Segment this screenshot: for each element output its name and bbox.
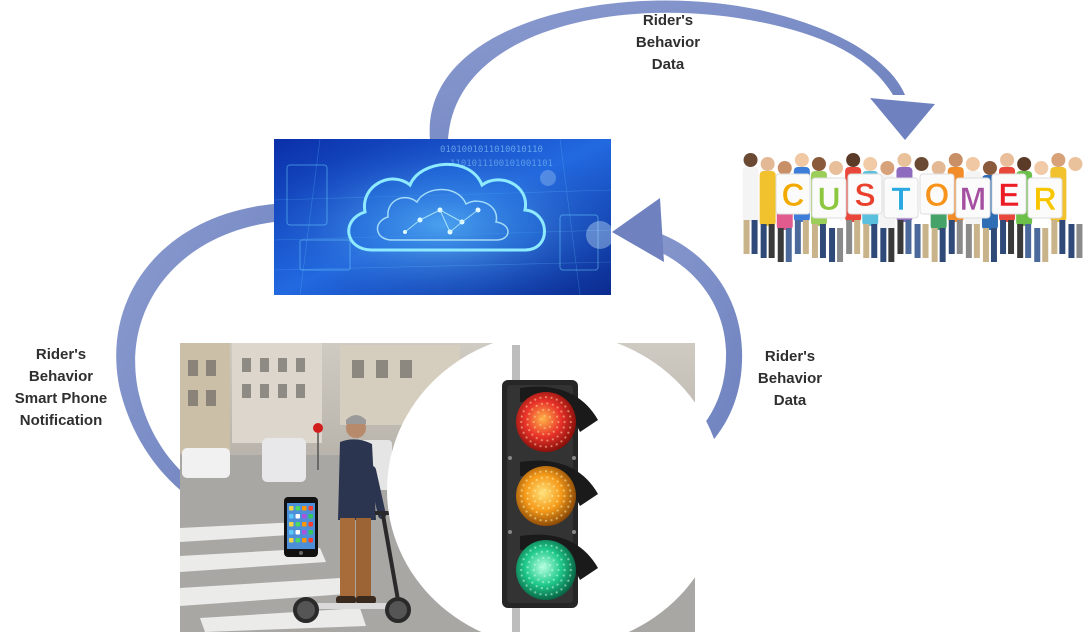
label-line: Rider's [35, 346, 87, 363]
customer-letter: O [925, 177, 950, 213]
label-line: Smart Phone [14, 390, 108, 407]
customer-letter: E [998, 177, 1019, 213]
cloud-icon [347, 162, 546, 252]
red-lamp [516, 392, 576, 452]
label-line: Notification [19, 412, 103, 429]
customer-letter-card [811, 177, 847, 219]
label-riders-behavior-data-top: Rider's Behavior Data [612, 10, 724, 76]
customer-letter: S [854, 177, 875, 213]
customer-letter: M [960, 181, 987, 217]
label-line: Behavior [757, 370, 823, 387]
cloud-computing-image: 0101001011010010110 1101011100101001101 [274, 139, 611, 295]
label-line: Rider's [642, 12, 694, 29]
electric-scooter [293, 511, 411, 623]
amber-lamp [516, 466, 576, 526]
label-line: Behavior [28, 368, 94, 385]
scooter-rider [336, 415, 386, 604]
arrow-cloud-to-customer [429, 0, 935, 140]
customer-letter-card [955, 177, 991, 219]
customer-letter-card [775, 173, 811, 215]
svg-text:1101011100101001101: 1101011100101001101 [450, 159, 553, 169]
customer-letter-card [919, 173, 955, 215]
label-riders-behavior-data-right: Rider's Behavior Data [738, 346, 842, 412]
customer-letter-card [991, 173, 1027, 215]
customer-letter: T [891, 181, 911, 217]
label-line: Rider's [764, 348, 816, 365]
label-line: Data [773, 392, 807, 409]
svg-text:0101001011010010110: 0101001011010010110 [440, 145, 543, 155]
green-lamp [516, 540, 576, 600]
traffic-light [502, 345, 598, 632]
label-smart-phone-notification: Rider's Behavior Smart Phone Notificatio… [0, 344, 122, 432]
customer-letter: C [781, 177, 804, 213]
customer-letter-card [847, 173, 883, 215]
customer-letter-card [883, 177, 919, 219]
customer-letter: R [1033, 181, 1056, 217]
customer-letter: U [817, 181, 840, 217]
label-line: Behavior [635, 34, 701, 51]
customer-letter-card [1027, 177, 1063, 219]
smartphone-icon [284, 497, 318, 557]
label-line: Data [651, 56, 685, 73]
